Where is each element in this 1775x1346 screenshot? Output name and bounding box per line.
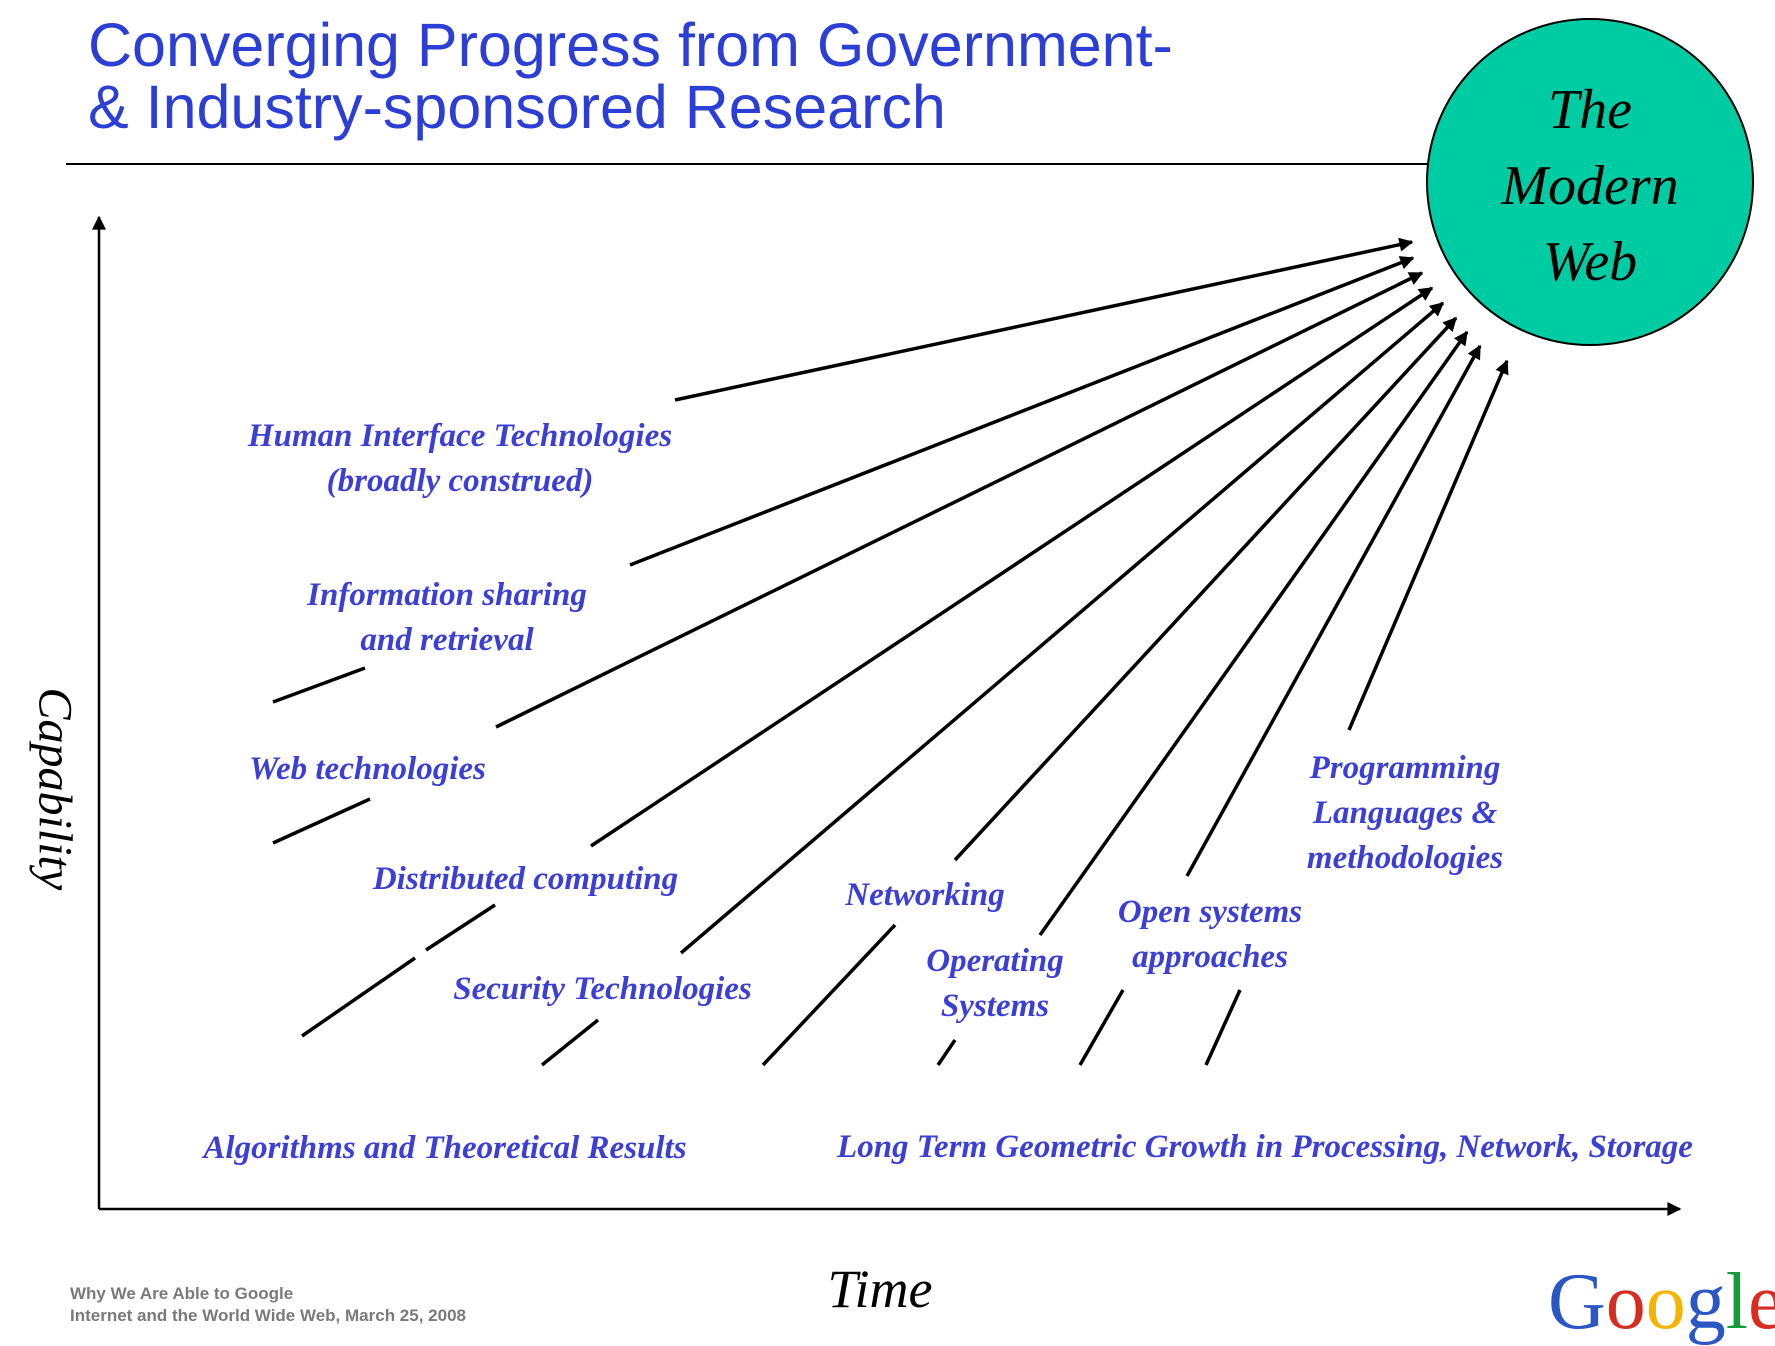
title-divider [66, 163, 1446, 165]
label-operating-systems: Operating Systems [926, 943, 1064, 1024]
x-axis-label: Time [827, 1259, 933, 1319]
label-security-technologies: Security Technologies [453, 971, 752, 1007]
label-human-interface: Human Interface Technologies (broadly co… [247, 418, 673, 499]
label-programming-languages: Programming Languages & methodologies [1306, 750, 1504, 876]
label-web-technologies: Web technologies [249, 751, 486, 787]
title-line-2: & Industry-sponsored Research [88, 73, 946, 141]
label-information-sharing: Information sharing and retrieval [307, 577, 587, 658]
arrow-security-technologies [679, 301, 1445, 955]
footer-line-1: Why We Are Able to Google [70, 1284, 294, 1303]
y-axis-label: Capability [28, 687, 82, 891]
arrow-programming-languages [1347, 359, 1509, 731]
label-open-systems: Open systems approaches [1117, 894, 1303, 975]
modern-web-circle [1426, 18, 1754, 346]
arrow-networking-stub [761, 923, 897, 1067]
label-networking: Networking [845, 877, 1005, 913]
google-logo: Google [1548, 1258, 1775, 1346]
arrow-open-stub-b [1204, 989, 1242, 1066]
diagram-canvas [92, 18, 1754, 1216]
title-line-1: Converging Progress from Government- [88, 11, 1173, 79]
arrow-open-stub-a [1078, 989, 1125, 1066]
arrow-operating-systems [1038, 330, 1469, 937]
arrow-os-stub [936, 1039, 957, 1066]
arrow-web-stub [272, 797, 371, 845]
arrow-distributed-stub-a [301, 956, 416, 1038]
arrow-web-technologies [495, 271, 1424, 729]
arrow-security-stub [540, 1018, 600, 1067]
arrow-info-stub [272, 666, 366, 704]
label-algorithms-theory: Algorithms and Theoretical Results [203, 1130, 687, 1166]
arrow-human-interface [674, 237, 1414, 402]
label-geometric-growth: Long Term Geometric Growth in Processing… [837, 1129, 1693, 1165]
label-distributed-computing: Distributed computing [372, 861, 679, 897]
arrow-distributed-computing [590, 286, 1434, 848]
slide: Converging Progress from Government- & I… [28, 14, 1775, 1342]
slide-title: Converging Progress from Government- & I… [88, 14, 1173, 138]
footer-text: Why We Are Able to Google Internet and t… [70, 1283, 466, 1327]
convergence-arrows [272, 237, 1509, 1067]
arrow-distributed-stub-b [425, 903, 496, 952]
footer-line-2: Internet and the World Wide Web, March 2… [70, 1306, 466, 1325]
arrow-networking [953, 316, 1458, 862]
modern-web-label: The Modern Web [1501, 79, 1679, 293]
arrow-open-systems [1185, 344, 1482, 877]
arrow-information-sharing [629, 256, 1415, 567]
